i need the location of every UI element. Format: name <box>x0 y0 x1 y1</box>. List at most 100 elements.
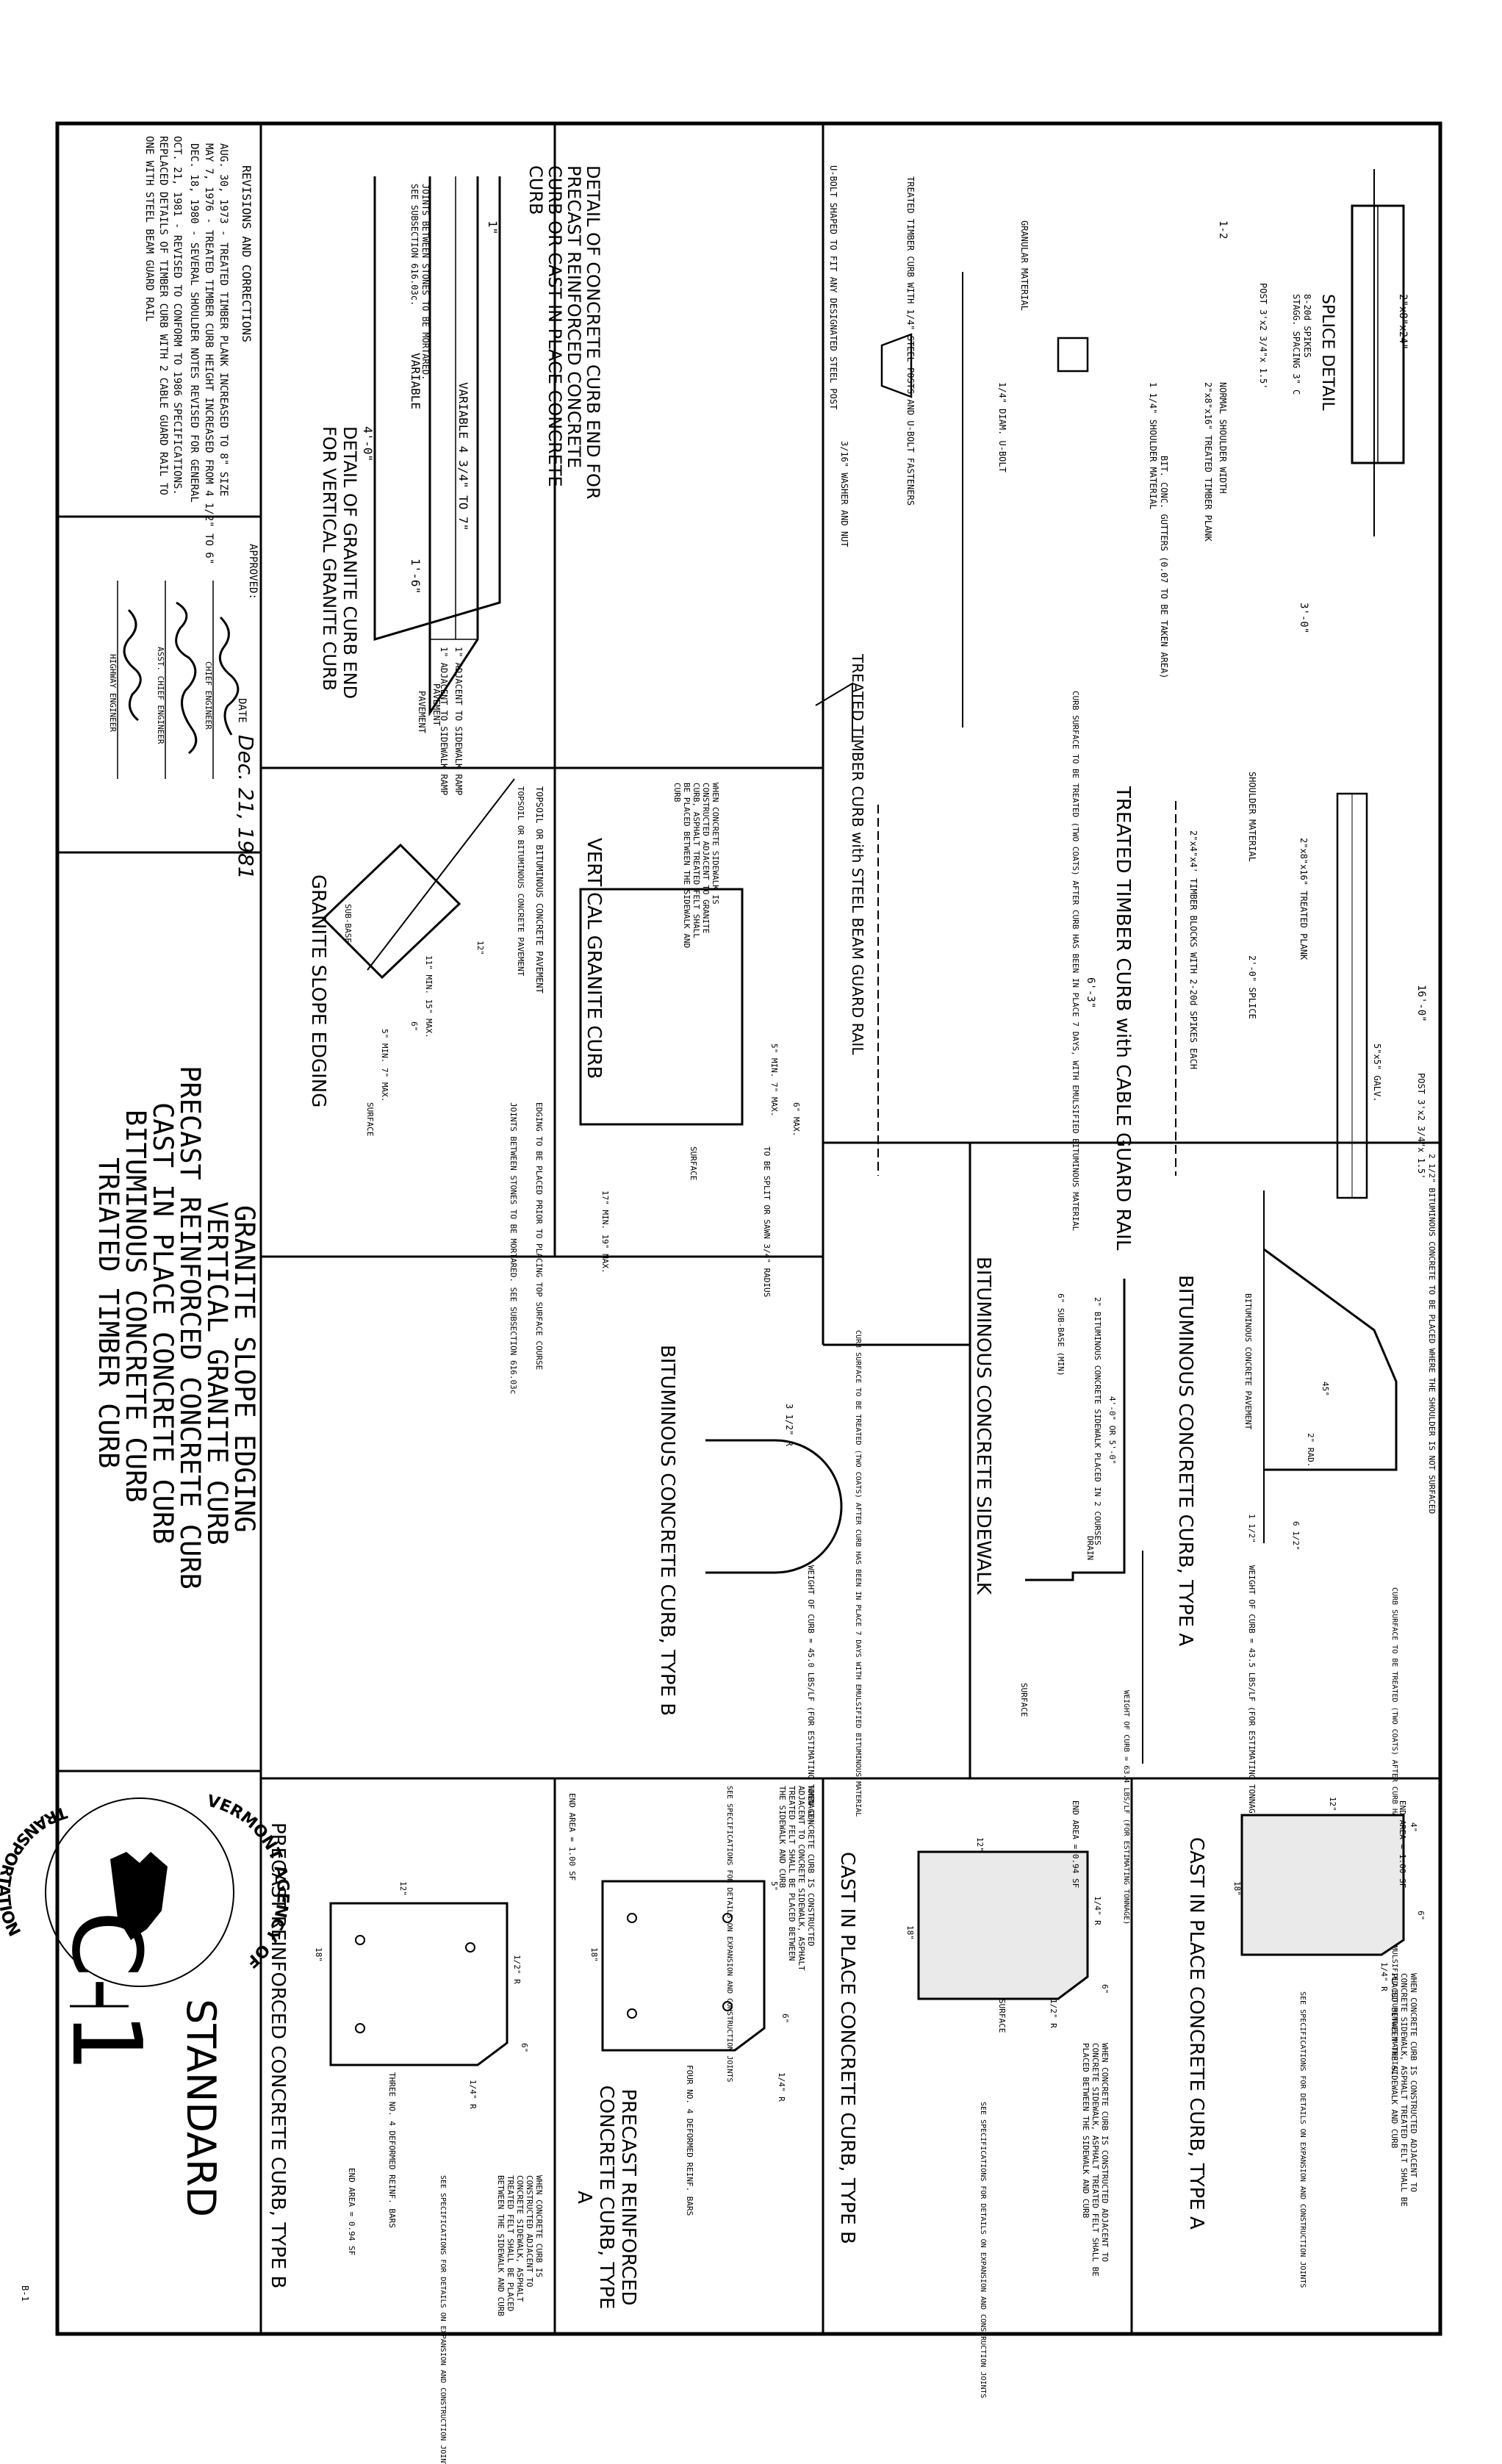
granite-curb-end-detail: DETAIL OF GRANITE CURB END FOR VERTICAL … <box>319 176 501 795</box>
timber-note-galv: 5"x5" GALV. <box>1372 1044 1382 1102</box>
precast-b-radius-dim: 1/2" R <box>512 1955 522 1984</box>
bit-sw-weight-note: WEIGHT OF CURB = 63.4 LBS/LF (FOR ESTIMA… <box>1122 1690 1130 1925</box>
timber-note-plank-size: 2"x8"x24" <box>1397 294 1409 350</box>
sheet-number: C-1 <box>51 1911 162 2072</box>
precast-b-end-area: END AREA = 0.94 SF <box>347 2168 356 2255</box>
vertical-granite-title: VERTICAL GRANITE CURB <box>583 838 605 1079</box>
title-highway-engineer: HIGHWAY ENGINEER <box>108 654 118 732</box>
timber-subtitle: TREATED TIMBER CURB with STEEL BEAM GUAR… <box>849 653 866 1055</box>
cip-b-radius-dim: 1/4" R <box>1093 1896 1102 1925</box>
precast-a-bars-note: FOUR NO. 4 DEFORMED REINF. BARS <box>685 2065 694 2216</box>
precast-b-width-dim: 18" <box>314 1947 323 1962</box>
splice-detail-title: SPLICE DETAIL <box>1318 294 1337 411</box>
precast-a-section <box>601 1880 766 2052</box>
precast-b-bars-note: THREE NO. 4 DEFORMED REINF. BARS <box>387 2072 397 2228</box>
cce-note-pavement: PAVEMENT <box>417 691 427 733</box>
splice-note-spacing: STAGG. SPACING 3" C <box>1291 294 1301 395</box>
bit-a-weight-note: WEIGHT OF CURB = 43.5 LBS/LF (FOR ESTIMA… <box>1247 1565 1257 1823</box>
timber-dim-offset: 3'-0" <box>1298 603 1309 633</box>
bit-a-height-dim: 6 1/2" <box>1291 1521 1301 1551</box>
vg-max-dim: 6" MAX. <box>791 1102 801 1136</box>
gce-note-ramp: 1" ADJACENT TO SIDEWALK RAMP <box>453 647 464 795</box>
vg-topsoil-note: TOPSOIL OR BITUMINOUS CONCRETE PAVEMENT <box>534 786 545 994</box>
bit-a-pavement-label: BITUMINOUS CONCRETE PAVEMENT <box>1243 1293 1253 1430</box>
title-line-4: CAST IN PLACE CONCRETE CURB <box>147 1102 179 1544</box>
timber-note-plank: 2"x8"x16" TREATED TIMBER PLANK <box>1203 382 1213 542</box>
cip-a-width-dim: 18" <box>1232 1881 1242 1896</box>
cce-dim-variable-range: VARIABLE 4 3/4" TO 7" <box>456 382 470 531</box>
revision-3: DEC. 18, 1980 - SEVERAL SHOULDER NOTES R… <box>188 143 200 503</box>
sheet-title-block: GRANITE SLOPE EDGING VERTICAL GRANITE CU… <box>93 1066 260 1590</box>
gce-note-pavement: PAVEMENT <box>431 683 442 726</box>
timber-note-post: POST 3'x2 3/4"x 1.5' <box>1258 283 1268 389</box>
cip-a-radius-dim: 1/4" R <box>1379 1962 1389 1991</box>
timber-note-ubolt-shape: U-BOLT SHAPED TO FIT ANY DESIGNATED STEE… <box>828 165 838 409</box>
bit-a-shoulder-note: 2 1/2" BITUMINOUS CONCRETE TO BE PLACED … <box>1427 1154 1437 1514</box>
cce-dim-length: 1'-6" <box>409 558 423 594</box>
bit-b-radius-dim: 3 1/2" R <box>784 1404 794 1447</box>
concrete-curb-end-detail: DETAIL OF CONCRETE CURB END FOR PRECAST … <box>409 165 603 795</box>
gce-subsection-note: SEE SUBSECTION 616.03c. <box>409 184 420 306</box>
cce-dim-reveal: 1" <box>486 220 500 234</box>
timber-note-granular: GRANULAR MATERIAL <box>1019 220 1030 311</box>
vermont-state-shape-icon <box>110 1852 168 1940</box>
cce-dim-variable: VARIABLE <box>409 353 423 409</box>
bit-sw-surface-course-note: 2" BITUMINOUS CONCRETE SIDEWALK PLACED I… <box>1093 1297 1102 1545</box>
bit-a-angle-dim: 45° <box>1320 1382 1330 1396</box>
precast-a-height-dim: 6" <box>780 2014 790 2023</box>
approval-date-value: Dec. 21, 1981 <box>234 735 258 880</box>
vg-edging-note: EDGING TO BE PLACED PRIOR TO PLACING TOP… <box>534 1102 544 1370</box>
approval-date-label: DATE <box>236 698 248 723</box>
precast-a-5-dim: 5" <box>769 1881 779 1891</box>
sheet-number-block: STANDARD C-1 B-1 <box>20 1911 224 2302</box>
cip-b-width-dim: 18" <box>905 1925 915 1940</box>
gs-surface-label: SURFACE <box>365 1102 375 1136</box>
approved-label: APPROVED: <box>247 544 259 600</box>
title-asst-chief-engineer: ASST. CHIEF ENGINEER <box>156 647 165 744</box>
signature-chief-engineer <box>218 616 240 736</box>
precast-b-12-dim: 12" <box>398 1881 408 1896</box>
bit-a-reveal-dim: 1 1/2" <box>1247 1514 1257 1543</box>
vg-felt-note: WHEN CONCRETE SIDEWALK IS CONSTRUCTED AD… <box>672 783 720 949</box>
gs-subbase-label: SUB-BASE <box>343 904 353 943</box>
gs-topsoil-note: TOPSOIL OR BITUMINOUS CONCRETE PAVEMENT <box>516 786 525 977</box>
title-line-1: GRANITE SLOPE EDGING <box>229 1205 260 1533</box>
cip-b-end-area: END AREA = 0.94 SF <box>1071 1800 1080 1888</box>
cip-b-section <box>917 1850 1089 2000</box>
vg-split-note: TO BE SPLIT OR SAWN 3/4" RADIUS <box>762 1146 772 1297</box>
precast-a-felt-note: WHEN CONCRETE CURB IS CONSTRUCTED ADJACE… <box>777 1786 816 1971</box>
approval-block: APPROVED: DATE Dec. 21, 1981 CHIEF ENGIN… <box>108 544 259 880</box>
cip-b-height-dim: 6" <box>1100 1984 1110 1994</box>
bit-sidewalk-detail: BITUMINOUS CONCRETE SIDEWALK 2" BITUMINO… <box>854 1257 1143 1925</box>
cip-b-joints-note: SEE SPECIFICATIONS FOR DETAILS ON EXPANS… <box>979 2102 987 2398</box>
title-line-6: TREATED TIMBER CURB <box>93 1157 124 1468</box>
splice-note-spikes: 8-20d SPIKES <box>1302 294 1312 358</box>
timber-note-blocks: 2"x4"x4' TIMBER BLOCKS WITH 2-20d SPIKES… <box>1188 830 1199 1069</box>
signature-highway-engineer <box>123 608 142 722</box>
cip-a-section <box>1240 1814 1405 1956</box>
cip-a-4-dim: 4" <box>1409 1822 1418 1832</box>
granite-slope-title: GRANITE SLOPE EDGING <box>307 874 329 1107</box>
title-chief-engineer: CHIEF ENGINEER <box>204 661 213 730</box>
bit-type-a-title: BITUMINOUS CONCRETE CURB, TYPE A <box>1174 1275 1196 1646</box>
revision-4: OCT. 21, 1981 - REVISED TO CONFORM TO 19… <box>143 136 183 495</box>
timber-note-treated-plank: 2"x8"x16" TREATED PLANK <box>1298 838 1309 960</box>
timber-note-washer: 3/16" WASHER AND NUT <box>839 441 849 547</box>
timber-note-shoulder: SHOULDER MATERIAL <box>1247 772 1257 862</box>
timber-dim-slope: 1-2 <box>1217 220 1229 239</box>
gs-12-dim: 12" <box>475 941 485 955</box>
timber-note-surface-treatment: CURB SURFACE TO BE TREATED (TWO COATS) A… <box>1071 691 1080 1231</box>
granite-slope-edging-detail: GRANITE SLOPE EDGING TOPSOIL OR BITUMINO… <box>307 778 525 1136</box>
bit-sw-subbase-note: 6" SUB-BASE (MIN) <box>1056 1293 1066 1376</box>
granite-curb-end-title: DETAIL OF GRANITE CURB END FOR VERTICAL … <box>319 426 360 700</box>
timber-note-post-2: POST 3'x2 3/4"x 1.5' <box>1416 1073 1426 1179</box>
gce-joints-note: JOINTS BETWEEN STONES TO BE MORTARED. <box>420 184 431 380</box>
bit-curb-type-b-detail: BITUMINOUS CONCRETE CURB, TYPE B 3 1/2" … <box>656 1345 843 1823</box>
precast-b-section <box>329 1902 509 2066</box>
precast-a-radius-dim: 1/4" R <box>777 2072 786 2102</box>
timber-note-gutters: BIT. CONC. GUTTERS (0.07 TO BE TAKEN ARE… <box>1159 456 1169 678</box>
gce-dim-length: 4'-0" <box>361 426 375 461</box>
precast-a-title: PRECAST REINFORCED CONCRETE CURB, TYPE A <box>573 2085 639 2310</box>
precast-a-joints-note: SEE SPECIFICATIONS FOR DETAILS ON EXPANS… <box>725 1786 733 2082</box>
